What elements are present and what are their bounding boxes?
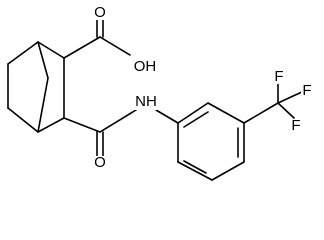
bond-c4-c3 [37,117,65,133]
fluorine-right-background [301,84,313,98]
amide-group [63,109,179,157]
bond-amide-nitrogen [99,109,137,133]
fluorine-bottom-background [290,119,302,133]
bridge-c1-c7 [37,41,49,79]
carboxylic-acid-group [63,17,131,59]
carboxyl-o-background [93,6,107,20]
amide-nitrogen-label: NH [135,93,157,110]
bond-c-f-right [277,90,305,104]
atom-labels: O OH O NH F F F [92,4,313,172]
aryl-bond-1 [177,102,209,124]
fluorine-top-label: F [274,68,283,85]
amide-oxygen-label: O [94,154,106,171]
bond-carboxyl-oh [99,36,131,56]
bridge-c7-c4 [37,77,49,133]
benzene-ring [177,102,245,181]
carboxyl-oxygen-label: O [94,4,106,21]
amide-o-background [92,156,108,172]
hydroxyl-label: OH [134,58,157,75]
bond-nitrogen-aryl [155,109,179,124]
bond-c5-c4 [7,107,39,133]
aryl-bond-5 [177,161,213,181]
bond-c1-c2 [37,41,65,59]
fluorine-right-label: F [302,82,311,99]
bond-c3-amide-carbon [63,117,101,133]
aryl-bond-2 [207,102,245,124]
fluorine-top-background [273,70,285,84]
amide-nh-background [133,94,159,110]
structure-diagram: O OH O NH F F F [7,4,313,181]
bond-aryl-cf3-carbon [243,102,279,124]
fluorine-bottom-label: F [291,117,300,134]
aryl-bond-4 [211,161,245,181]
aryl-inner-double-3 [183,160,207,174]
aryl-inner-double-1 [183,111,209,128]
hydroxyl-background [131,59,159,75]
bond-c1-c6 [7,41,39,65]
bond-c2-carboxyl-carbon [63,36,101,59]
bond-c-f-bottom [277,102,295,119]
norbornane-ring [7,41,65,133]
